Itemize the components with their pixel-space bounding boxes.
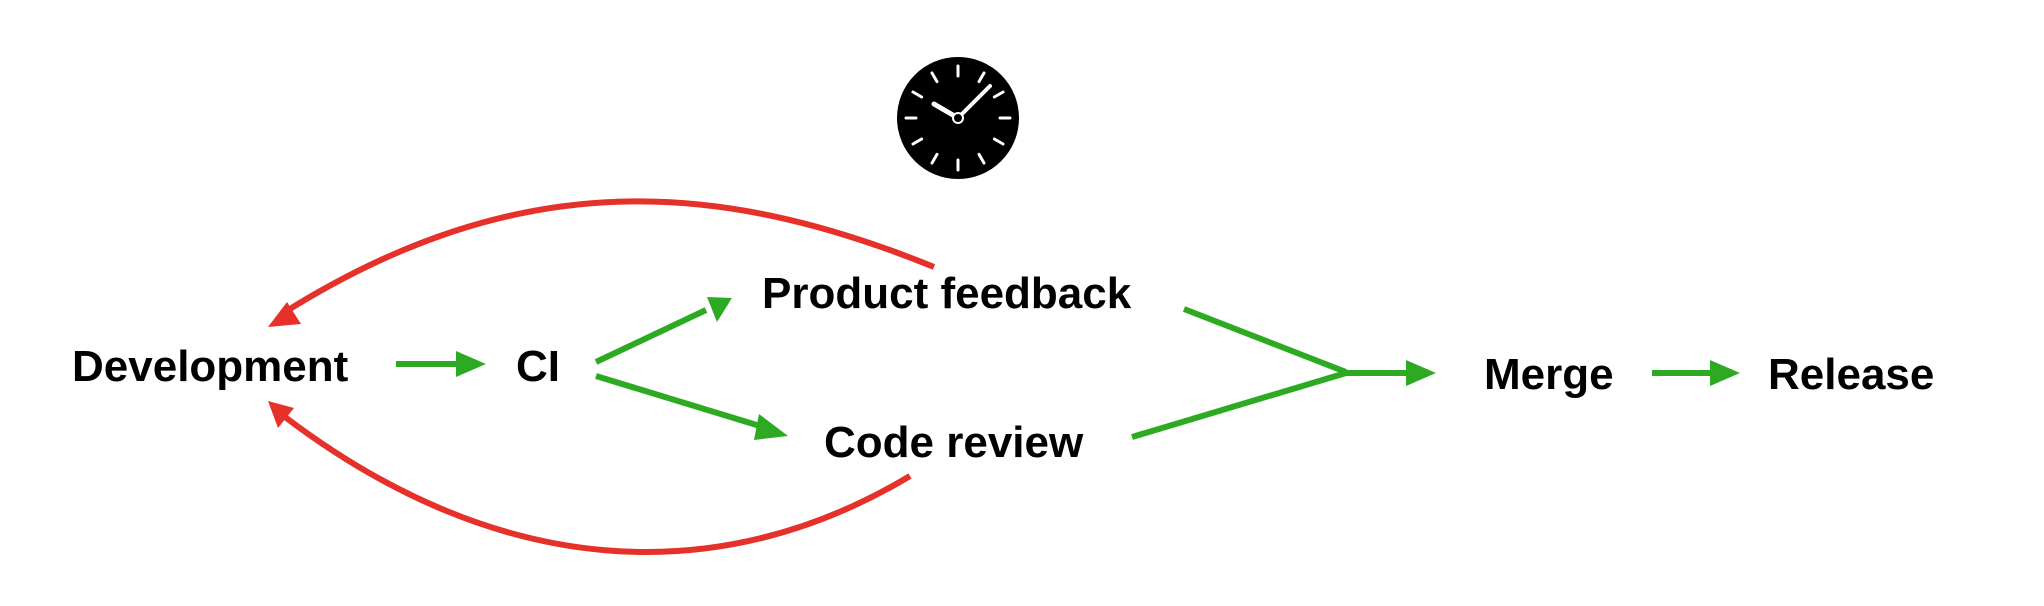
node-development: Development: [72, 342, 349, 391]
clock-hub: [952, 112, 964, 124]
clock-tick: [992, 137, 1005, 146]
clock-tick: [930, 152, 939, 165]
product-feedback-to-merge-arrow: [1182, 306, 1348, 375]
merge-to-release-arrowhead: [1710, 360, 1740, 386]
code-review-to-development-arrowhead: [268, 401, 294, 428]
clock-tick: [977, 152, 986, 165]
ci-to-product-feedback-arrow: [594, 307, 708, 365]
product-feedback-to-development-arrowhead: [268, 302, 301, 327]
feedback-arrows: [268, 198, 936, 555]
product-feedback-to-development-arrow: [283, 198, 936, 315]
code-review-to-merge-arrow: [1131, 370, 1347, 440]
clock-tick: [930, 71, 939, 84]
code-review-to-development-arrow: [283, 414, 912, 555]
junction-to-merge-arrowhead: [1406, 360, 1436, 386]
ci-to-code-review-arrowhead: [754, 414, 788, 440]
node-merge: Merge: [1484, 350, 1614, 399]
clock-tick: [911, 137, 924, 146]
clock-minute-hand: [956, 84, 992, 120]
node-product-feedback: Product feedback: [762, 269, 1132, 318]
node-labels: Development CI Product feedback Code rev…: [72, 269, 1934, 467]
node-code-review: Code review: [824, 418, 1084, 467]
ci-to-code-review-arrow: [595, 373, 761, 429]
node-ci: CI: [516, 342, 560, 391]
development-to-ci-arrowhead: [456, 351, 486, 377]
clock-tick: [977, 71, 986, 84]
clock-icon: [897, 57, 1019, 179]
ci-to-product-feedback-arrowhead: [707, 297, 732, 322]
node-release: Release: [1768, 350, 1934, 399]
forward-arrows: [396, 297, 1740, 440]
clock-tick: [911, 90, 924, 99]
clock-tick: [992, 90, 1005, 99]
